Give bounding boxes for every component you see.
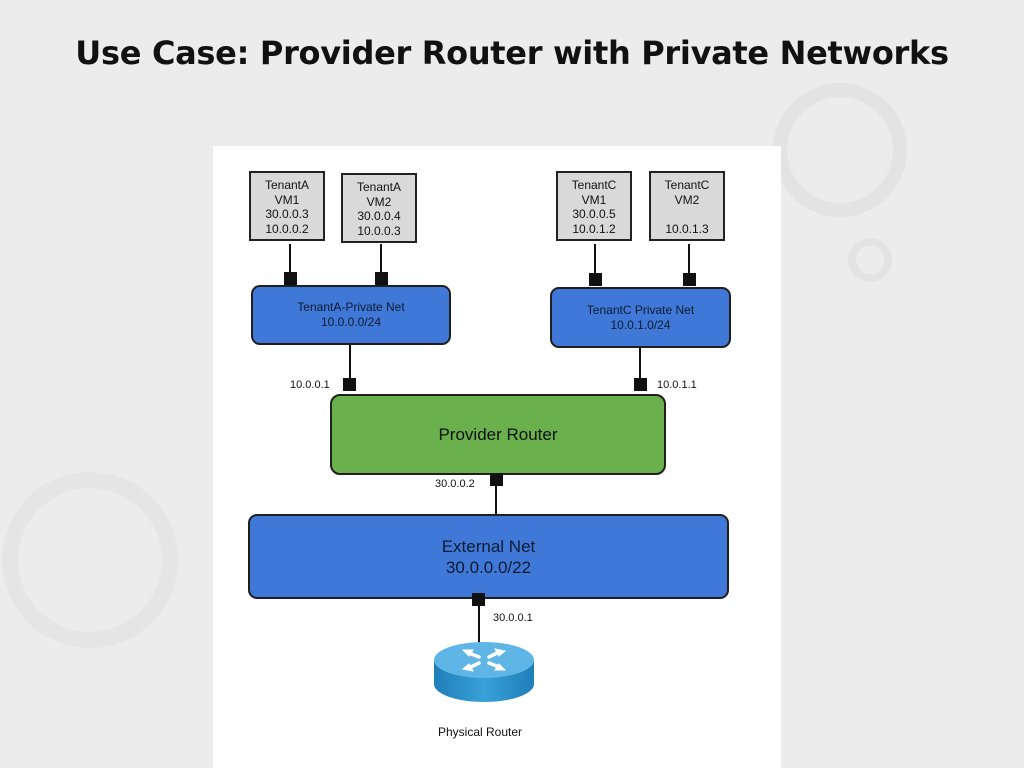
port-tenanta-vm2 [375, 272, 388, 285]
provider-router: Provider Router [330, 394, 666, 475]
network-name: TenantA-Private Net [297, 300, 405, 314]
port-tenantc-vm1 [589, 273, 602, 286]
network-name: TenantC Private Net [586, 302, 695, 317]
vm-tenantc-vm1: TenantC VM1 30.0.0.5 10.0.1.2 [556, 171, 632, 241]
tenantc-gateway-ip: 10.0.1.1 [657, 379, 697, 391]
vm-text-line: 30.0.0.5 [572, 207, 616, 221]
vm-text-line [651, 207, 723, 222]
physical-gateway-ip: 30.0.0.1 [493, 612, 533, 624]
network-name: External Net [441, 536, 536, 556]
vm-text-line: VM2 [366, 194, 392, 209]
vm-tenantc-vm2: TenantC VM2 10.0.1.3 [649, 171, 725, 241]
physical-router-label: Physical Router [438, 725, 523, 739]
port-physical-gateway [472, 593, 485, 606]
tenantc-private-net: TenantC Private Net 10.0.1.0/24 [550, 287, 731, 348]
vm-text-line: VM1 [581, 192, 607, 207]
diagram-panel: TenantA VM1 30.0.0.3 10.0.0.2 TenantA VM… [213, 146, 781, 768]
tenanta-private-net: TenantA-Private Net 10.0.0.0/24 [251, 285, 451, 345]
port-router-external [490, 473, 503, 486]
tenanta-gateway-ip: 10.0.0.1 [290, 379, 330, 391]
physical-router-icon [434, 642, 534, 702]
port-tenantc-vm2 [683, 273, 696, 286]
vm-text-line: 10.0.0.2 [265, 221, 309, 236]
network-cidr: 10.0.1.0/24 [610, 317, 671, 332]
port-tenanta-gateway [343, 378, 356, 391]
router-external-ip: 30.0.0.2 [435, 478, 475, 490]
network-cidr: 10.0.0.0/24 [320, 315, 382, 329]
vm-text-line: TenantA [356, 180, 402, 194]
port-tenanta-vm1 [284, 272, 297, 285]
vm-text-line: 10.0.1.2 [572, 221, 616, 236]
vm-text-line: TenantC [571, 178, 617, 192]
vm-text-line: 10.0.0.3 [357, 223, 401, 238]
external-net: External Net 30.0.0.0/22 [248, 514, 729, 599]
vm-text-line: 30.0.0.4 [357, 209, 401, 223]
vm-text-line: 30.0.0.3 [265, 207, 309, 221]
vm-tenanta-vm2: TenantA VM2 30.0.0.4 10.0.0.3 [341, 173, 417, 243]
vm-text-line: 10.0.1.3 [665, 221, 709, 236]
vm-text-line: TenantC [664, 178, 710, 192]
port-tenantc-gateway [634, 378, 647, 391]
provider-router-label: Provider Router [438, 424, 558, 444]
vm-tenanta-vm1: TenantA VM1 30.0.0.3 10.0.0.2 [249, 171, 325, 241]
slide-title: Use Case: Provider Router with Private N… [75, 34, 949, 72]
network-cidr: 30.0.0.0/22 [445, 557, 532, 577]
vm-text-line: VM2 [674, 192, 700, 207]
vm-text-line: TenantA [264, 178, 310, 192]
vm-text-line: VM1 [274, 192, 300, 207]
